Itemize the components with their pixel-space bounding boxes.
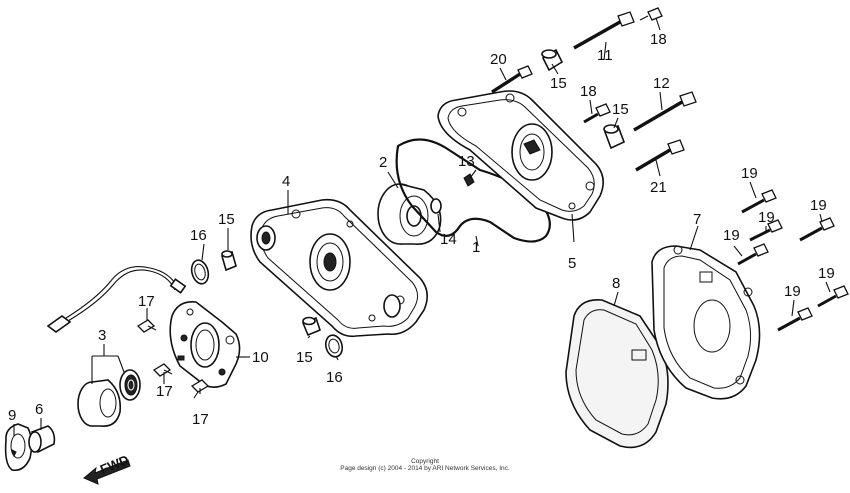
part-6-bush[interactable] bbox=[28, 425, 56, 454]
part-11-long-bolt[interactable] bbox=[573, 11, 635, 50]
copyright-line-1: Copyright bbox=[411, 458, 439, 465]
callout-6: 6 bbox=[35, 401, 43, 418]
part-8-gasket[interactable] bbox=[565, 299, 669, 449]
callout-18-top: 18 bbox=[650, 31, 667, 48]
part-3-pulser[interactable] bbox=[77, 369, 141, 428]
callout-21: 21 bbox=[650, 179, 667, 196]
callout-9: 9 bbox=[8, 407, 16, 424]
copyright-line-2: Page design (c) 2004 - 2014 by ARI Netwo… bbox=[340, 465, 510, 472]
part-13-key[interactable] bbox=[463, 173, 475, 187]
callout-19-3: 19 bbox=[723, 227, 740, 244]
callout-10: 10 bbox=[252, 349, 269, 366]
callout-3: 3 bbox=[98, 327, 106, 344]
part-9-cap[interactable] bbox=[4, 423, 33, 472]
callout-labels: 1 2 3 4 5 6 7 8 9 10 11 12 13 14 15 15 1… bbox=[8, 31, 835, 428]
part-19-bolt-3[interactable] bbox=[737, 243, 769, 266]
part-19-bolt-4[interactable] bbox=[799, 217, 835, 242]
part-15-dowel-top[interactable] bbox=[541, 48, 564, 72]
part-15-dowel-lower[interactable] bbox=[301, 316, 321, 337]
callout-15-right: 15 bbox=[612, 101, 629, 118]
leader-lines bbox=[13, 17, 831, 436]
part-7-cover[interactable] bbox=[651, 245, 761, 400]
callout-17-upper: 17 bbox=[138, 293, 155, 310]
svg-text:FWD: FWD bbox=[98, 452, 131, 477]
pulser-wire-harness[interactable] bbox=[46, 266, 187, 333]
part-19-bolt-1[interactable] bbox=[741, 189, 777, 214]
part-12-long-bolt[interactable] bbox=[633, 91, 697, 132]
callout-16-lower: 16 bbox=[326, 369, 343, 386]
callout-20: 20 bbox=[490, 51, 507, 68]
callout-15-left: 15 bbox=[218, 211, 235, 228]
copyright-notice: Copyright Page design (c) 2004 - 2014 by… bbox=[340, 458, 510, 472]
callout-17-lower: 17 bbox=[192, 411, 209, 428]
part-18-bolt-top[interactable] bbox=[639, 7, 663, 21]
callout-7: 7 bbox=[693, 211, 701, 228]
callout-17-middle: 17 bbox=[156, 383, 173, 400]
fwd-arrow: FWD bbox=[83, 452, 131, 485]
callout-18-middle: 18 bbox=[580, 83, 597, 100]
callout-14: 14 bbox=[440, 231, 457, 248]
part-1-gasket[interactable] bbox=[395, 138, 551, 243]
part-20-bolt[interactable] bbox=[491, 65, 533, 94]
part-2-impeller[interactable] bbox=[377, 183, 442, 245]
callout-12: 12 bbox=[653, 75, 670, 92]
part-17-bolt-upper[interactable] bbox=[136, 319, 157, 333]
part-16-o-ring-lower[interactable] bbox=[323, 333, 344, 358]
callout-1: 1 bbox=[472, 239, 480, 256]
part-17-bolt-middle[interactable] bbox=[152, 363, 173, 377]
part-19-bolt-2[interactable] bbox=[749, 219, 783, 242]
part-17-bolt-lower[interactable] bbox=[190, 379, 210, 399]
part-4-housing[interactable] bbox=[250, 198, 428, 338]
part-15-dowel-left[interactable] bbox=[221, 250, 237, 272]
callout-2: 2 bbox=[379, 154, 387, 171]
callout-19-2: 19 bbox=[758, 209, 775, 226]
callout-15-top: 15 bbox=[550, 75, 567, 92]
part-19-bolt-6[interactable] bbox=[817, 285, 849, 308]
callout-13: 13 bbox=[458, 153, 475, 170]
part-14-washer[interactable] bbox=[430, 198, 442, 214]
callout-16-upper: 16 bbox=[190, 227, 207, 244]
part-19-bolt-5[interactable] bbox=[777, 307, 813, 332]
part-5-cover[interactable] bbox=[437, 90, 604, 221]
callout-19-6: 19 bbox=[818, 265, 835, 282]
callout-19-4: 19 bbox=[810, 197, 827, 214]
part-16-o-ring-upper[interactable] bbox=[189, 258, 211, 285]
callout-8: 8 bbox=[612, 275, 620, 292]
callout-19-5: 19 bbox=[784, 283, 801, 300]
part-15-dowel-right[interactable] bbox=[603, 124, 626, 150]
callout-4: 4 bbox=[282, 173, 290, 190]
callout-11: 11 bbox=[597, 47, 613, 64]
part-18-bolt-middle[interactable] bbox=[583, 103, 611, 124]
part-21-bolt[interactable] bbox=[635, 139, 685, 172]
callout-19-1: 19 bbox=[741, 165, 758, 182]
part-10-plate[interactable] bbox=[169, 300, 241, 388]
callout-15-lower: 15 bbox=[296, 349, 313, 366]
callout-5: 5 bbox=[568, 255, 576, 272]
